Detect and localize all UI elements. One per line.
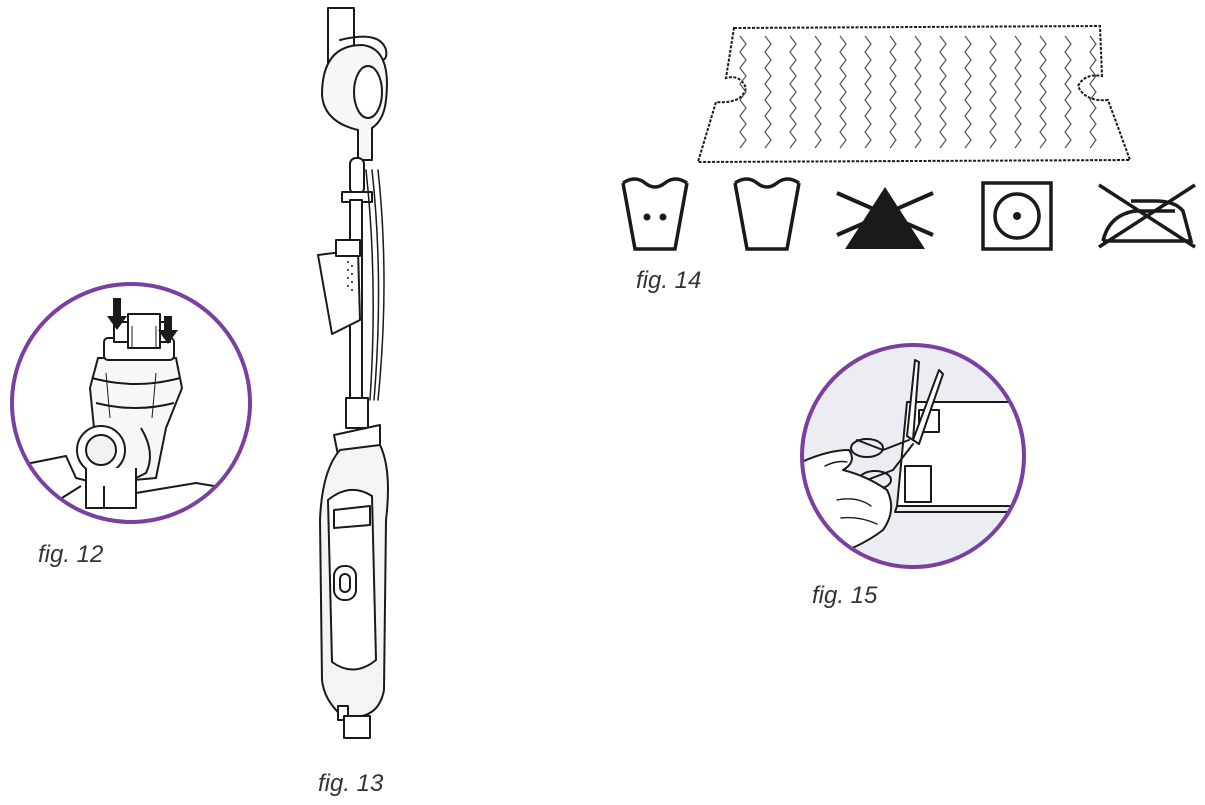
wash-40-icon: [623, 179, 687, 249]
do-not-iron-icon: [1099, 185, 1195, 247]
fig-14-pad-illustration: [690, 18, 1140, 168]
fig-12-illustration: [6, 278, 256, 528]
microfiber-pad: [690, 18, 1140, 168]
tumble-dry-icon: [983, 183, 1051, 249]
steam-mop-hanging: [300, 0, 420, 750]
fig-14-caption: fig. 14: [636, 267, 701, 295]
care-symbols: [615, 175, 1205, 260]
wash-tub-icon: [735, 179, 799, 249]
no-bleach-icon: [837, 187, 933, 249]
fig-15-illustration: [797, 340, 1029, 572]
fig-15-caption: fig. 15: [812, 582, 877, 610]
fig-13-caption: fig. 13: [318, 770, 383, 798]
scissors-trimming-pad: [797, 340, 1029, 572]
fig-12-caption: fig. 12: [38, 541, 103, 569]
fig-13-illustration: [300, 0, 420, 750]
pad-attachment-closeup: [6, 278, 256, 528]
